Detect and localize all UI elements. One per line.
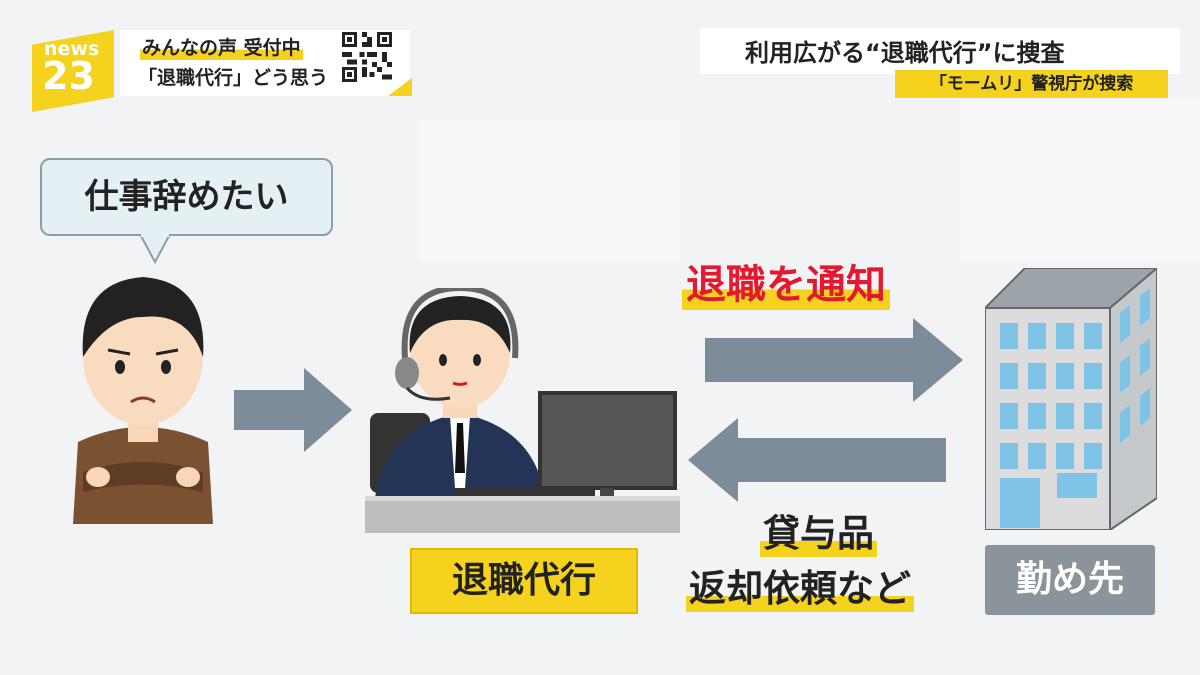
headline-box	[700, 28, 1180, 74]
worker-person-illustration	[73, 277, 213, 524]
voice-banner-line1: みんなの声 受付中	[140, 33, 303, 60]
return-request-text-line1: 貸与品	[760, 503, 877, 557]
qr-code-icon	[342, 32, 392, 82]
arrow-right-icon	[705, 318, 963, 402]
headline-title: 利用広がる“退職代行”に捜査	[745, 39, 1065, 67]
speech-bubble: 仕事辞めたい	[40, 158, 333, 236]
logo-text-bottom: 23	[42, 54, 95, 98]
speech-bubble-tail	[140, 234, 172, 264]
arrow-left-icon	[688, 418, 946, 502]
arrow-right-icon	[234, 368, 352, 452]
corner-accent	[388, 78, 412, 96]
retirement-agent-operator-illustration	[365, 288, 680, 533]
office-building-illustration	[985, 268, 1157, 530]
voice-banner-line2: 「退職代行」どう思う	[138, 67, 329, 89]
employer-label: 勤め先	[985, 545, 1155, 615]
headline-subtitle: 「モームリ」警視庁が捜索	[895, 70, 1168, 98]
news23-logo: news 23	[32, 30, 114, 112]
background-block	[960, 100, 1200, 260]
notify-retirement-text: 退職を通知	[682, 252, 890, 310]
retirement-agent-label: 退職代行	[410, 548, 638, 614]
background-block	[420, 120, 680, 260]
logo-text-top: news	[44, 38, 100, 60]
return-request-text-line2: 返却依頼など	[686, 558, 914, 612]
